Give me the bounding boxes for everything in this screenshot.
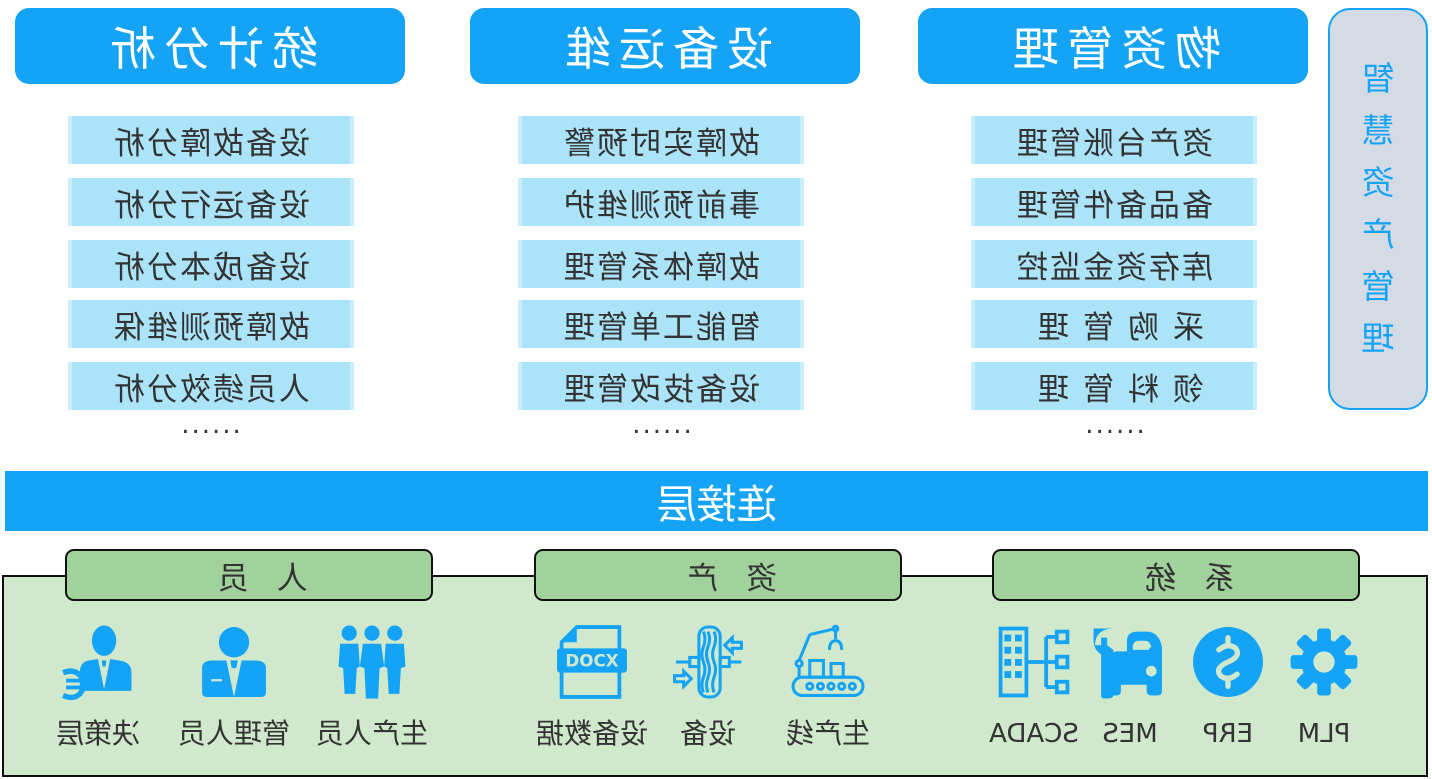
side-char: 产 [1361,215,1395,254]
module-item[interactable]: 故障体系管理 [522,240,800,288]
production-line-robot-icon [790,624,866,700]
source-label: 生产线 [786,717,871,750]
module-item[interactable]: 库存资金监控 [975,240,1253,288]
erp-dollar-icon [1190,624,1266,700]
mes-wrench-car-icon [1092,624,1168,700]
more-ellipsis: ...... [630,410,692,440]
smart-asset-management-label: 智 慧 资 产 管 理 [1328,8,1428,410]
connection-layer-bar: 连接层 [5,471,1428,531]
module-title-materials[interactable]: 物资管理 [918,8,1308,84]
docx-file-icon: DOCX [554,624,630,700]
module-item[interactable]: 采购管理 [975,300,1253,348]
scada-network-icon [996,624,1072,700]
source-label: 设备数据 [536,717,649,750]
workers-group-icon [334,624,410,700]
person-label: 决策层 [56,717,141,750]
module-item[interactable]: 备品备件管理 [975,178,1253,226]
side-char: 慧 [1361,111,1395,150]
person-label: 生产人员 [316,717,429,750]
module-item[interactable]: 故障实时预警 [522,116,800,164]
more-ellipsis: ...... [179,410,241,440]
module-item[interactable]: 领料管理 [975,362,1253,410]
manager-icon [196,624,272,700]
module-item[interactable]: 人员绩效分析 [72,362,350,410]
module-item[interactable]: 事前预测维护 [522,178,800,226]
module-title-equipment-ops[interactable]: 设备运维 [470,8,860,84]
person-label: 管理人员 [178,717,291,750]
module-item[interactable]: 设备运行分析 [72,178,350,226]
side-char: 管 [1361,267,1395,306]
module-title-statistics[interactable]: 统计分析 [15,8,405,84]
equipment-wheel-icon [670,624,746,700]
tab-systems[interactable]: 系统 [992,549,1360,601]
plm-gear-icon [1286,624,1362,700]
module-item[interactable]: 故障预测维保 [72,300,350,348]
more-ellipsis: ...... [1083,410,1145,440]
tab-assets[interactable]: 资产 [534,549,902,601]
side-char: 资 [1361,163,1395,202]
decision-maker-icon [60,624,136,700]
module-item[interactable]: 智能工单管理 [522,300,800,348]
tab-personnel[interactable]: 人员 [65,549,433,601]
module-item[interactable]: 设备故障分析 [72,116,350,164]
module-item[interactable]: 资产台账管理 [975,116,1253,164]
side-char: 理 [1361,319,1395,358]
side-char: 智 [1361,59,1395,98]
module-item[interactable]: 设备技改管理 [522,362,800,410]
source-label: SCADA [989,719,1079,749]
svg-text:DOCX: DOCX [565,651,618,671]
module-item[interactable]: 设备成本分析 [72,240,350,288]
